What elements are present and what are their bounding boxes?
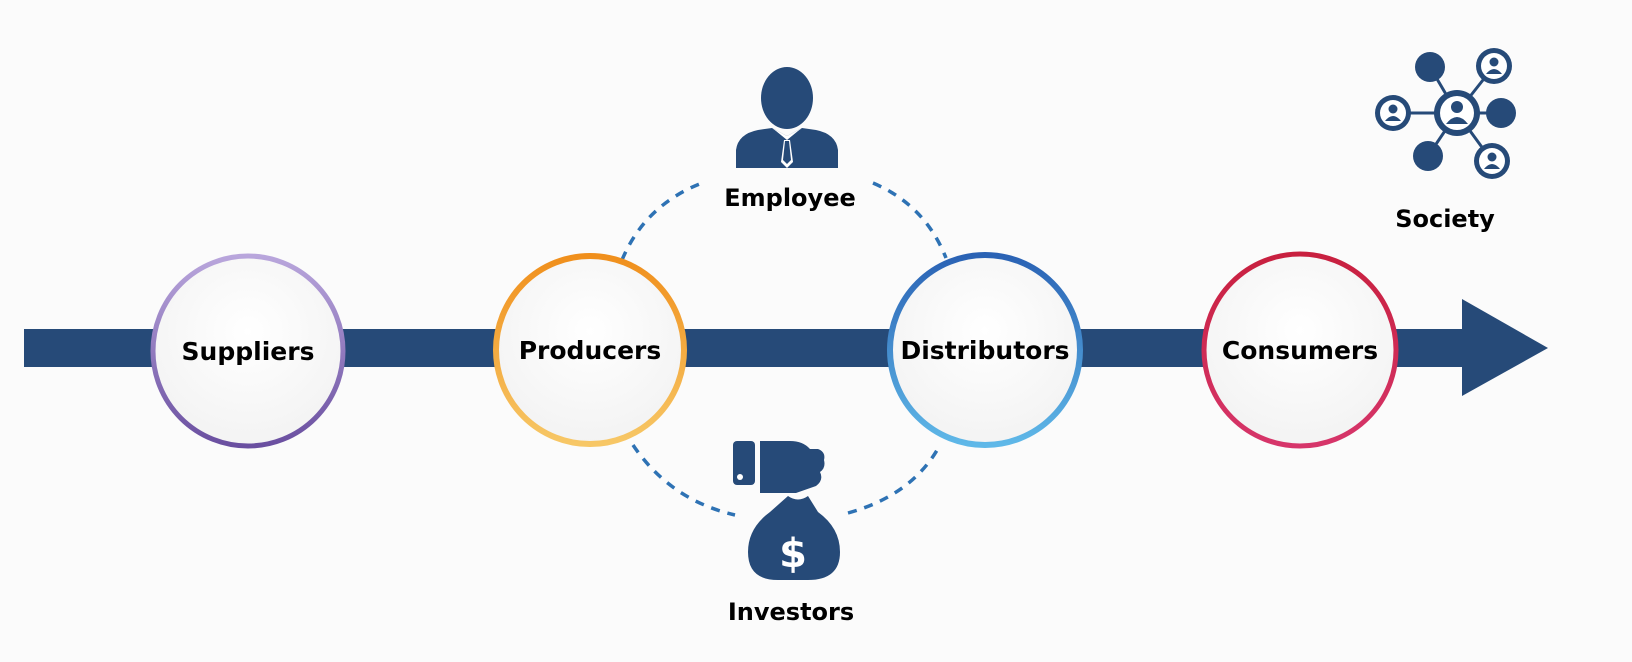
- loop-lower-left: [631, 444, 736, 517]
- loop-lower-right: [847, 444, 942, 515]
- people-network-icon: [1375, 48, 1516, 179]
- producers-label: Producers: [519, 336, 662, 365]
- node-suppliers: Suppliers: [150, 253, 346, 449]
- node-distributors: Distributors: [887, 252, 1083, 448]
- distributors-label: Distributors: [900, 336, 1069, 365]
- money-bag-hand-icon: $: [733, 441, 840, 580]
- investors-label: Investors: [728, 598, 854, 626]
- suppliers-label: Suppliers: [182, 337, 315, 366]
- flow-arrow-head: [1462, 299, 1548, 396]
- node-consumers: Consumers: [1201, 251, 1399, 449]
- consumers-label: Consumers: [1222, 336, 1378, 365]
- businessman-icon: [736, 67, 838, 168]
- loop-upper-left: [620, 181, 703, 261]
- society-label: Society: [1395, 205, 1495, 233]
- stakeholder-investors: $ Investors: [728, 441, 854, 626]
- suppliers-ring: [150, 253, 346, 449]
- producers-ring: [493, 253, 687, 447]
- stakeholder-society: Society: [1375, 48, 1516, 233]
- distributors-ring: [887, 252, 1083, 448]
- consumers-ring: [1201, 251, 1399, 449]
- employee-label: Employee: [724, 184, 856, 212]
- stakeholder-employee: Employee: [724, 67, 856, 212]
- node-producers: Producers: [493, 253, 687, 447]
- loop-upper-right: [872, 181, 948, 259]
- stakeholder-loop: [620, 181, 948, 517]
- svg-text:$: $: [779, 531, 807, 577]
